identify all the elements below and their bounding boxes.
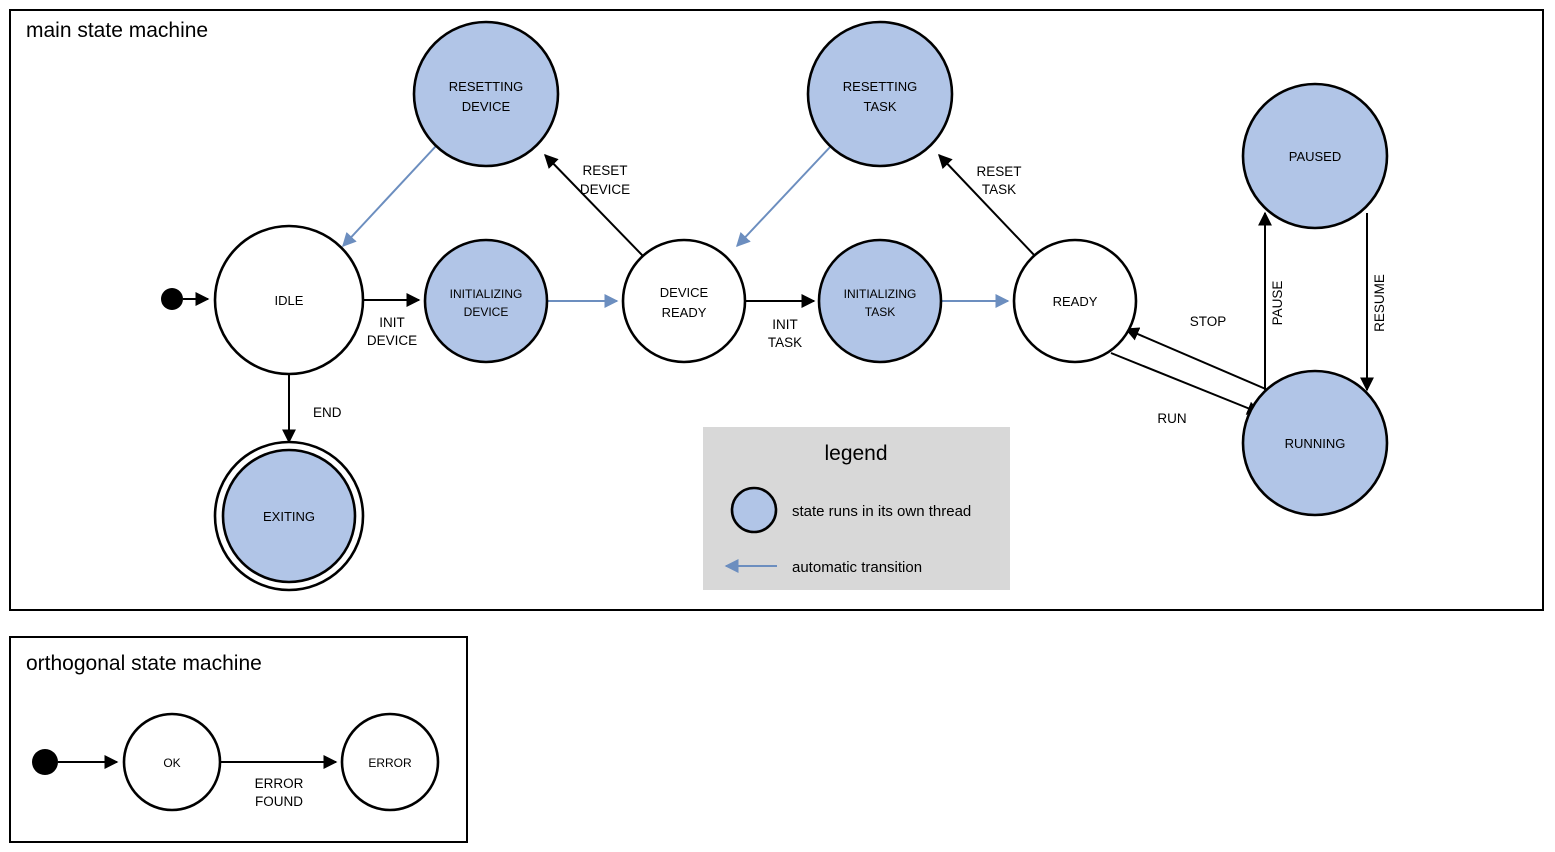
- edge-line: [544, 153, 644, 257]
- legend-title: legend: [824, 442, 887, 465]
- state-resetting-device[interactable]: RESETTING DEVICE: [412, 20, 560, 168]
- legend-item-label: automatic transition: [792, 559, 922, 576]
- state-label-line1: RESETTING: [449, 79, 523, 94]
- state-running[interactable]: RUNNING: [1241, 369, 1389, 517]
- edge-label-line2: DEVICE: [580, 182, 630, 197]
- state-label-line1: INITIALIZING: [844, 287, 917, 301]
- state-error[interactable]: ERROR: [340, 712, 440, 812]
- state-shape[interactable]: [423, 238, 549, 364]
- state-shape[interactable]: [621, 238, 747, 364]
- state-shape[interactable]: [817, 238, 943, 364]
- state-shape[interactable]: [1241, 82, 1389, 230]
- legend-thread-swatch-icon: [730, 486, 778, 534]
- state-initializing-task[interactable]: INITIALIZING TASK: [817, 238, 943, 364]
- edge-line: [1124, 327, 1269, 391]
- state-shape[interactable]: [213, 224, 365, 376]
- edge-label-line1: ERROR: [255, 776, 304, 791]
- state-shape[interactable]: [412, 20, 560, 168]
- edge-line: [1110, 352, 1262, 415]
- transition-resume: RESUME: [1360, 213, 1387, 392]
- state-paused[interactable]: PAUSED: [1241, 82, 1389, 230]
- edge-label-line1: INIT: [772, 317, 798, 332]
- state-label-line1: RUNNING: [1285, 436, 1346, 451]
- transition-resetting-device-idle: [342, 145, 437, 248]
- state-shape[interactable]: [122, 712, 222, 812]
- state-label-line2: DEVICE: [464, 305, 509, 319]
- transition-resetting-task-device-ready: [736, 145, 832, 248]
- legend-item-label: state runs in its own thread: [792, 503, 971, 520]
- transition-pause: PAUSE: [1258, 211, 1285, 390]
- edge-label-line1: RUN: [1157, 411, 1186, 426]
- transition-run: RUN: [1110, 352, 1262, 426]
- edge-label-line1: END: [313, 405, 342, 420]
- state-device-ready[interactable]: DEVICE READY: [621, 238, 747, 364]
- edge-label-line1: RESET: [976, 164, 1021, 179]
- state-label-line1: OK: [163, 756, 180, 770]
- transition-reset-device: RESET DEVICE: [544, 153, 644, 257]
- state-label-line2: READY: [662, 305, 707, 320]
- transition-init-task: INIT TASK: [746, 294, 816, 350]
- edge-label-line1: INIT: [379, 315, 405, 330]
- state-label-line1: ERROR: [368, 756, 412, 770]
- edge-line: [342, 145, 437, 248]
- state-label-line1: READY: [1053, 294, 1098, 309]
- transition-idle-init-device: INIT DEVICE: [363, 293, 421, 348]
- state-shape[interactable]: [221, 448, 357, 584]
- state-shape[interactable]: [1241, 369, 1389, 517]
- main-frame-title: main state machine: [26, 19, 208, 42]
- edge-line: [938, 153, 1037, 258]
- edge-label-line2: TASK: [768, 335, 802, 350]
- state-label-line1: PAUSED: [1289, 149, 1342, 164]
- state-label-line2: TASK: [864, 99, 897, 114]
- edge-label-line1: PAUSE: [1270, 281, 1285, 326]
- initial-state-dot: [32, 749, 58, 775]
- legend: legend state runs in its own thread auto…: [703, 427, 1010, 590]
- transition-stop: STOP: [1124, 314, 1269, 391]
- edge-label-line1: STOP: [1190, 314, 1227, 329]
- initial-state-dot: [161, 288, 183, 310]
- transition-start-ok: [32, 749, 119, 775]
- state-label-line1: INITIALIZING: [450, 287, 523, 301]
- state-idle[interactable]: IDLE: [213, 224, 365, 376]
- state-ok[interactable]: OK: [122, 712, 222, 812]
- state-initializing-device[interactable]: INITIALIZING DEVICE: [423, 238, 549, 364]
- state-label-line1: RESETTING: [843, 79, 917, 94]
- state-shape[interactable]: [806, 20, 954, 168]
- edge-label-line2: FOUND: [255, 794, 303, 809]
- state-label-line1: IDLE: [275, 293, 304, 308]
- transition-idle-exiting: END: [282, 375, 342, 444]
- state-label-line2: DEVICE: [462, 99, 511, 114]
- state-label-line1: EXITING: [263, 509, 315, 524]
- state-label-line1: DEVICE: [660, 285, 709, 300]
- transition-ok-error: ERROR FOUND: [220, 755, 338, 809]
- edge-label-line2: TASK: [982, 182, 1016, 197]
- transition-reset-task: RESET TASK: [938, 153, 1037, 258]
- state-label-line2: TASK: [865, 305, 895, 319]
- state-shape[interactable]: [340, 712, 440, 812]
- state-ready[interactable]: READY: [1012, 238, 1138, 364]
- edge-label-line1: RESET: [582, 163, 627, 178]
- edge-label-line1: RESUME: [1372, 274, 1387, 332]
- orthogonal-frame-title: orthogonal state machine: [26, 652, 262, 675]
- edge-line: [736, 145, 832, 248]
- transition-start-idle: [161, 288, 210, 310]
- state-shape[interactable]: [1012, 238, 1138, 364]
- edge-label-line2: DEVICE: [367, 333, 417, 348]
- state-exiting[interactable]: EXITING: [213, 440, 365, 592]
- state-resetting-task[interactable]: RESETTING TASK: [806, 20, 954, 168]
